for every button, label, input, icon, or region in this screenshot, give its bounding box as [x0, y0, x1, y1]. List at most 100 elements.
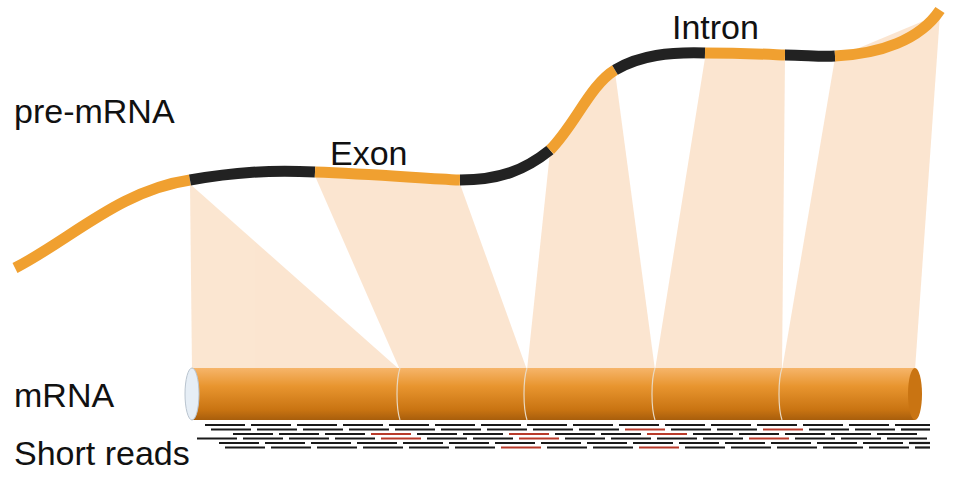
short-read — [601, 433, 641, 435]
short-read — [219, 442, 259, 444]
short-read — [685, 446, 725, 448]
short-read — [717, 428, 757, 430]
short-read — [211, 428, 251, 430]
short-read — [389, 424, 429, 426]
short-read — [809, 428, 849, 430]
short-read — [757, 424, 797, 426]
short-read — [817, 442, 857, 444]
short-read — [611, 437, 651, 439]
short-read — [803, 424, 843, 426]
short-read — [731, 446, 771, 448]
short-read — [317, 446, 357, 448]
short-read — [579, 428, 619, 430]
short-read — [449, 442, 489, 444]
short-read — [197, 437, 237, 439]
short-read — [877, 433, 917, 435]
short-read — [509, 433, 549, 435]
short-read — [417, 433, 457, 435]
short-read — [271, 446, 311, 448]
short-read — [409, 446, 449, 448]
short-read — [739, 433, 779, 435]
short-read — [749, 437, 789, 439]
short-read — [771, 442, 811, 444]
short-read — [593, 446, 633, 448]
short-read — [849, 424, 889, 426]
short-read — [349, 428, 389, 430]
short-read — [547, 446, 587, 448]
mapping-bands — [190, 14, 940, 370]
short-read — [395, 428, 435, 430]
short-read — [441, 428, 481, 430]
short-read — [619, 424, 659, 426]
short-read — [909, 442, 930, 444]
short-read — [403, 442, 443, 444]
short-read — [693, 433, 733, 435]
short-read — [473, 437, 513, 439]
molecule-label: Short reads — [14, 436, 190, 470]
short-read — [501, 446, 541, 448]
short-read — [487, 428, 527, 430]
short-read — [481, 424, 521, 426]
short-read — [335, 437, 375, 439]
short-read — [665, 424, 705, 426]
short-read — [657, 437, 697, 439]
short-read — [325, 433, 365, 435]
short-read — [625, 428, 665, 430]
short-read — [527, 424, 567, 426]
short-read — [381, 437, 421, 439]
short-read — [725, 442, 765, 444]
short-read — [679, 442, 719, 444]
short-read — [427, 437, 467, 439]
short-read — [841, 437, 881, 439]
short-read — [901, 428, 930, 430]
short-read — [831, 433, 871, 435]
short-read — [855, 428, 895, 430]
short-read — [587, 442, 627, 444]
short-read — [671, 428, 711, 430]
short-read — [455, 446, 495, 448]
short-read — [233, 433, 273, 435]
molecule-label: pre-mRNA — [14, 94, 175, 128]
short-read — [343, 424, 383, 426]
short-read — [711, 424, 751, 426]
short-read — [573, 424, 613, 426]
pre-mrna-strand — [15, 10, 940, 268]
short-read — [371, 433, 411, 435]
short-read — [633, 442, 673, 444]
mrna-cylinder — [185, 368, 922, 420]
short-read — [243, 437, 283, 439]
short-read — [795, 437, 835, 439]
short-read — [495, 442, 535, 444]
short-read — [279, 433, 319, 435]
short-read — [639, 446, 679, 448]
short-read — [205, 424, 245, 426]
short-read — [863, 442, 903, 444]
short-read — [647, 433, 687, 435]
short-read — [297, 424, 337, 426]
short-read — [895, 424, 930, 426]
part-label: Exon — [330, 136, 408, 170]
part-label: Intron — [672, 10, 759, 44]
short-read — [251, 424, 291, 426]
short-read — [703, 437, 743, 439]
short-read — [225, 446, 265, 448]
short-read — [541, 442, 581, 444]
short-read — [463, 433, 503, 435]
short-read — [363, 446, 403, 448]
short-read — [565, 437, 605, 439]
short-read — [435, 424, 475, 426]
short-read — [289, 437, 329, 439]
short-read — [257, 428, 297, 430]
short-read — [823, 446, 863, 448]
short-read — [303, 428, 343, 430]
short-read — [763, 428, 803, 430]
short-read — [555, 433, 595, 435]
short-read — [265, 442, 305, 444]
short-read — [357, 442, 397, 444]
short-read — [915, 446, 930, 448]
short-read — [869, 446, 909, 448]
short-read — [311, 442, 351, 444]
short-read — [519, 437, 559, 439]
